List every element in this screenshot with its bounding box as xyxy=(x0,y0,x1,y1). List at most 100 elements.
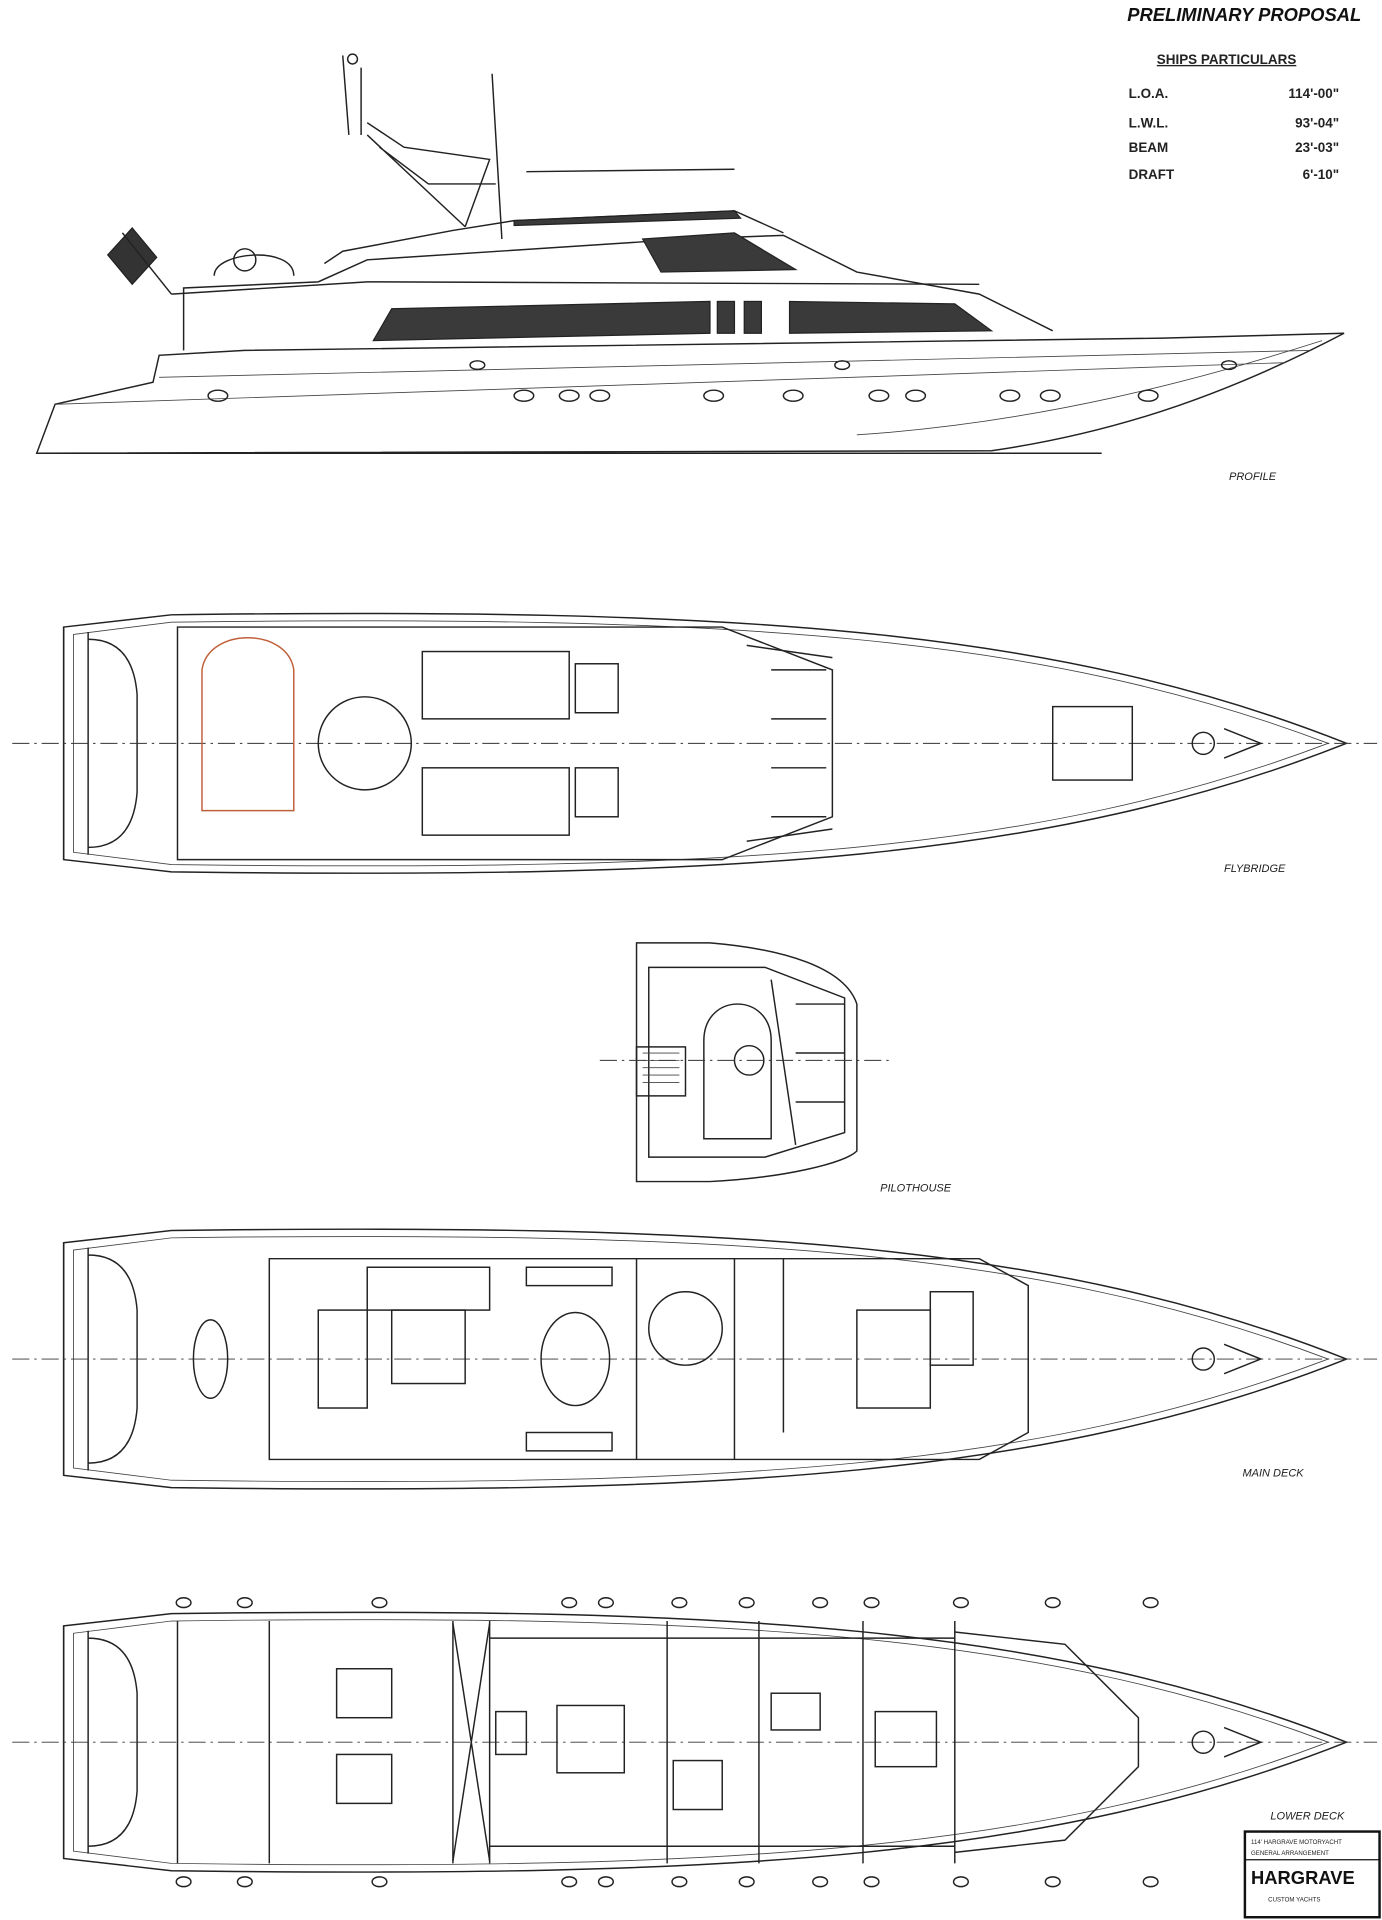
main-salon xyxy=(268,1257,1029,1461)
particular-label: DRAFT xyxy=(1129,167,1175,182)
particular-value: 23'-03" xyxy=(1295,140,1339,155)
windlass xyxy=(1191,1347,1216,1371)
porthole xyxy=(999,389,1021,402)
particular-label: BEAM xyxy=(1129,140,1169,155)
particulars-table: L.O.A. 114'-00" L.W.L. 93'-04" BEAM 23'-… xyxy=(1129,86,1340,182)
porthole xyxy=(371,1597,388,1609)
berth xyxy=(672,1759,723,1811)
porthole xyxy=(671,1597,688,1609)
profile-hardtop-edge xyxy=(526,168,735,173)
porthole xyxy=(703,389,725,402)
bow-anchor xyxy=(1223,1726,1263,1758)
furniture xyxy=(317,1309,368,1409)
profile-portholes xyxy=(207,360,1238,402)
profile-hull xyxy=(35,332,1345,454)
profile-main-window xyxy=(788,300,994,334)
porthole xyxy=(952,1876,969,1888)
porthole xyxy=(1142,1876,1159,1888)
furniture xyxy=(574,663,619,714)
furniture xyxy=(390,1309,466,1385)
porthole xyxy=(469,360,486,371)
profile-radar-arch xyxy=(366,122,496,228)
profile-rub-rail xyxy=(159,349,1310,378)
porthole xyxy=(863,1876,880,1888)
title-block-sub: CUSTOM YACHTS xyxy=(1268,1896,1320,1903)
particular-label: L.O.A. xyxy=(1129,86,1169,101)
tank-cross xyxy=(452,1623,491,1862)
title-block-line2: GENERAL ARRANGEMENT xyxy=(1251,1850,1329,1857)
porthole xyxy=(1044,1597,1061,1609)
porthole xyxy=(812,1876,829,1888)
windlass xyxy=(1191,731,1216,756)
pilothouse-helm-console xyxy=(703,1003,772,1140)
porthole xyxy=(868,389,890,402)
interior-walls xyxy=(635,1258,785,1460)
aft-table xyxy=(192,1319,229,1399)
pilothouse-stair xyxy=(635,1046,687,1097)
title-block-frame xyxy=(1243,1830,1381,1919)
furniture xyxy=(421,767,570,836)
porthole xyxy=(1044,1876,1061,1888)
title-block-line1: 114' HARGRAVE MOTORYACHT xyxy=(1251,1839,1342,1846)
windlass xyxy=(1191,1730,1216,1754)
profile-flybridge xyxy=(323,210,784,265)
flybridge-label: FLYBRIDGE xyxy=(1224,863,1286,875)
engine xyxy=(335,1668,393,1719)
furniture xyxy=(574,767,619,818)
pilothouse-inner xyxy=(648,966,846,1158)
porthole xyxy=(1220,360,1238,371)
tender xyxy=(201,637,295,812)
title-block-brand: HARGRAVE xyxy=(1251,1867,1355,1888)
porthole xyxy=(812,1597,829,1609)
bow-anchor xyxy=(1223,727,1263,759)
porthole xyxy=(834,360,851,371)
profile-door xyxy=(743,300,762,334)
porthole xyxy=(175,1876,192,1888)
dining-table xyxy=(540,1311,611,1407)
profile-label: PROFILE xyxy=(1229,471,1277,483)
particular-value: 93'-04" xyxy=(1295,116,1339,131)
porthole xyxy=(561,1876,578,1888)
title-block: 114' HARGRAVE MOTORYACHT GENERAL ARRANGE… xyxy=(1243,1830,1381,1919)
main-deck-view: MAIN DECK xyxy=(12,1228,1378,1490)
porthole xyxy=(671,1876,688,1888)
berth xyxy=(770,1692,821,1731)
porthole xyxy=(905,389,927,402)
pilothouse-view: PILOTHOUSE xyxy=(599,942,952,1194)
porthole xyxy=(863,1597,880,1609)
flag-icon xyxy=(106,227,158,286)
porthole xyxy=(236,1597,253,1609)
pilothouse-windows xyxy=(770,979,845,1145)
particular-label: L.W.L. xyxy=(1129,116,1169,131)
porthole xyxy=(1142,1597,1159,1609)
drawing-title: PRELIMINARY PROPOSAL xyxy=(1127,4,1361,25)
porthole xyxy=(175,1597,192,1609)
profile-main-window xyxy=(372,300,711,342)
porthole xyxy=(1137,389,1159,402)
berth xyxy=(495,1710,528,1756)
furniture xyxy=(366,1266,491,1311)
particulars-heading: SHIPS PARTICULARS xyxy=(1157,52,1297,67)
spiral-stair xyxy=(648,1290,723,1366)
particular-value: 6'-10" xyxy=(1303,167,1340,182)
porthole xyxy=(597,1597,615,1609)
furniture xyxy=(525,1431,613,1452)
porthole xyxy=(597,1876,615,1888)
windshield xyxy=(746,644,833,842)
profile-door xyxy=(716,300,736,334)
engine xyxy=(335,1753,393,1805)
jacuzzi xyxy=(317,696,413,791)
porthole xyxy=(561,1597,578,1609)
porthole xyxy=(1039,389,1061,402)
porthole xyxy=(513,389,535,402)
profile-upper-window xyxy=(641,232,798,273)
main-deck-label: MAIN DECK xyxy=(1242,1468,1304,1480)
porthole xyxy=(589,389,611,402)
porthole xyxy=(738,1876,755,1888)
porthole xyxy=(952,1597,969,1609)
pilothouse-outline xyxy=(635,942,858,1183)
profile-deck-line xyxy=(171,281,980,295)
porthole xyxy=(782,389,804,402)
